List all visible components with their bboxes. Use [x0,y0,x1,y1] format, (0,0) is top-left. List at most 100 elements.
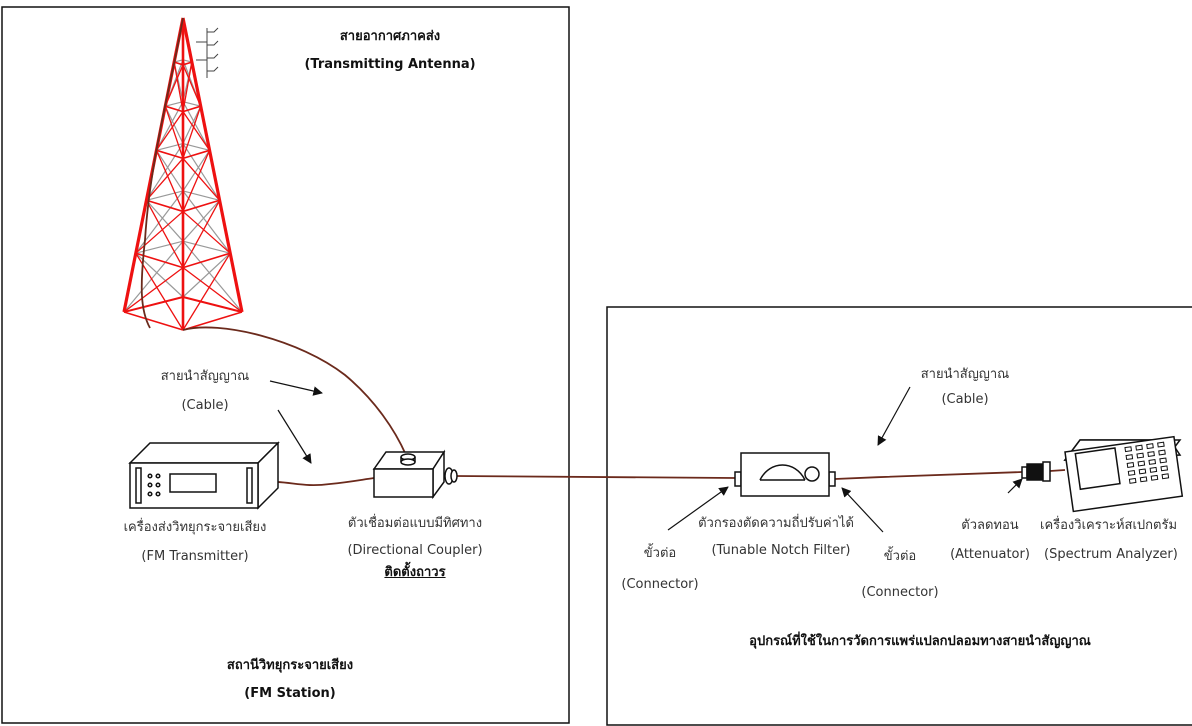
tower-member [123,296,184,313]
tower-member [182,190,231,254]
tower-member [165,101,184,107]
connector-right-label-en: (Connector) [861,585,939,600]
tower-member [164,105,184,159]
tower-member [182,157,221,201]
tower-member [145,143,184,201]
tower-member [182,105,202,159]
analyzer-key [1124,446,1133,453]
station-label-en: (FM Station) [244,686,336,701]
analyzer-key [1148,458,1157,465]
measure-cable-label-en: (Cable) [941,392,989,407]
attenuator-label-th: ตัวลดทอน [961,518,1019,533]
tower-member [146,199,184,213]
cables [140,17,1066,487]
measure-cable-label-th: สายนำสัญญาณ [920,367,1010,382]
attenuator [1021,461,1051,482]
tower-leg-cable [140,17,184,329]
transmitter-label-en: (FM Transmitter) [141,549,249,564]
analyzer-keypad [1124,441,1170,484]
tower-member [182,210,231,254]
analyzer-key [1157,441,1165,448]
tower-member [155,150,184,212]
measurement-frame [606,306,1192,726]
tunable-notch-filter [734,452,836,497]
tower-member [182,190,220,201]
connector-left-label-en: (Connector) [621,577,699,592]
analyzer-key [1158,449,1166,456]
analyzer-key [1161,473,1170,480]
tower-member [165,105,184,113]
tower-member [182,111,211,151]
analyzer-key [1126,462,1135,468]
tower-member [182,240,231,254]
analyzer-key [1135,444,1143,451]
analyzer-key [1146,443,1154,450]
antenna-elements [196,27,219,78]
tower-member [182,199,221,242]
spectrum-analyzer [1063,435,1184,513]
antenna-label-en: (Transmitting Antenna) [304,57,476,72]
tower-member [182,296,243,313]
tower-member [123,311,184,331]
tower-member [182,311,243,331]
tower-member [182,252,231,298]
transmitter-coupler-cable [257,477,375,487]
analyzer-label-th: เครื่องวิเคราะห์สเปกตรัม [1040,518,1178,533]
antenna-cable [182,326,407,456]
connector-left-label-th: ขั้วต่อ [643,546,677,561]
analyzer-key [1159,457,1167,464]
connector-right-label-th: ขั้วต่อ [883,549,917,564]
tower-member [135,190,184,254]
tower-member [146,190,184,201]
tower-member [182,252,231,269]
tower-member [155,111,184,151]
analyzer-key [1147,451,1155,457]
tower-member [135,252,184,331]
tower-member [145,157,184,201]
tower-member [182,61,193,112]
tower-member [181,17,244,313]
tower-member [173,61,184,112]
analyzer-key [1128,477,1137,484]
analyzer-key [1160,465,1169,472]
directional-coupler [372,449,458,500]
tower-member [182,101,201,107]
coupler-permanent-note: ติดตั้งถาวร [384,565,446,580]
attenuator-label-en: (Attenuator) [950,547,1030,562]
coupler-filter-cable [454,475,736,479]
tower-member [182,149,211,192]
analyzer-key [1136,452,1145,459]
analyzer-label-en: (Spectrum Analyzer) [1044,547,1178,562]
antenna-label-th: สายอากาศภาคส่ง [339,29,441,44]
tower-member [182,267,243,313]
arrows [269,380,1023,533]
fm-transmitter [128,441,280,510]
coupler-label-th: ตัวเชื่อมต่อแบบมีทิศทาง [347,516,483,531]
cable-label-th: สายนำสัญญาณ [160,369,250,384]
tower-member [182,150,211,212]
analyzer-key [1127,469,1136,476]
filter-label-th: ตัวกรองตัดความถี่ปรับค่าได้ [698,516,854,531]
tower-member [182,199,220,213]
measurement-caption: อุปกรณ์ที่ใช้ในการวัดการแพร่แปลกปลอมทางส… [749,634,1091,649]
analyzer-key [1149,466,1158,473]
analyzer-key [1150,474,1159,481]
tower-member [145,199,184,268]
filter-attenuator-cable [834,471,1023,480]
filter-label-en: (Tunable Notch Filter) [711,543,851,558]
cable-label-en: (Cable) [181,398,229,413]
station-label-th: สถานีวิทยุกระจายเสียง [226,658,354,673]
tower-member [182,105,201,113]
fm-station-frame [1,6,570,724]
tower-member [182,240,243,313]
attenuator-analyzer-cable [1049,469,1066,472]
tower-member [123,240,184,313]
coupler-label-en: (Directional Coupler) [347,543,483,558]
analyzer-key [1137,460,1146,467]
transmitter-label-th: เครื่องส่งวิทยุกระจายเสียง [123,520,267,535]
tower-member [182,252,231,331]
tower-member [145,199,184,242]
tower-member [182,199,221,268]
